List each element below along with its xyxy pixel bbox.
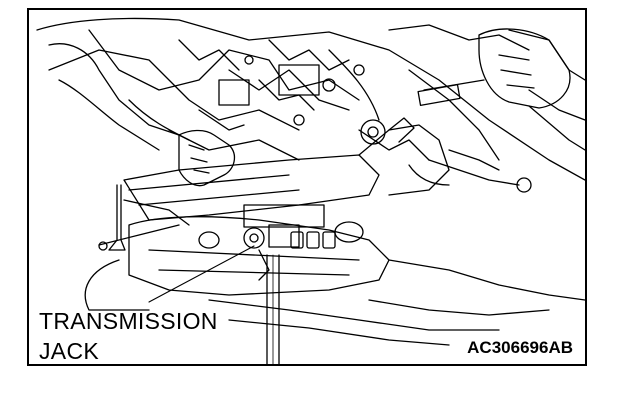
vehicle-underbody — [36, 17, 585, 181]
left-hand — [48, 43, 236, 187]
support-bracket — [98, 184, 190, 251]
transmission-case — [84, 216, 585, 346]
callout-label-line2: JACK — [39, 338, 99, 364]
transmission-mount — [123, 117, 532, 221]
callout-label-line1: TRANSMISSION — [39, 308, 218, 334]
callout-leader-line — [148, 245, 255, 303]
jack-column — [266, 254, 280, 364]
transmission-removal-illustration — [36, 17, 585, 364]
jack-head — [243, 204, 336, 281]
illustration-frame: TRANSMISSION JACK AC306696AB — [27, 8, 587, 366]
right-hand-with-wrench — [417, 28, 585, 151]
figure-id: AC306696AB — [467, 338, 573, 357]
